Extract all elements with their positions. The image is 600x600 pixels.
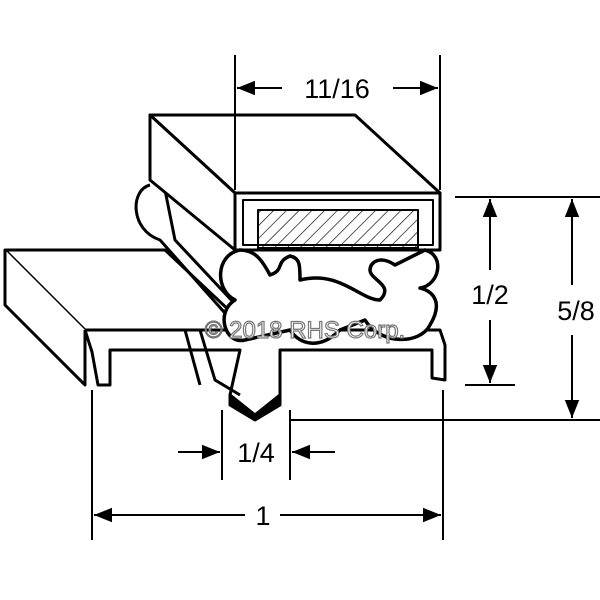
dim-height-inner: 1/2	[471, 280, 509, 310]
dim-height-total: 5/8	[557, 296, 595, 326]
dim-dart-width: 1/4	[237, 438, 275, 468]
dim-width-top: 11/16	[304, 74, 370, 104]
dart	[228, 393, 282, 422]
bellows	[218, 248, 440, 345]
copyright-watermark: © 2018 RHS Corp.	[205, 317, 405, 344]
dim-width-total: 1	[255, 501, 270, 531]
dimension-lines	[91, 55, 600, 540]
gasket-body	[3, 113, 447, 422]
magnet-insert	[257, 209, 419, 249]
